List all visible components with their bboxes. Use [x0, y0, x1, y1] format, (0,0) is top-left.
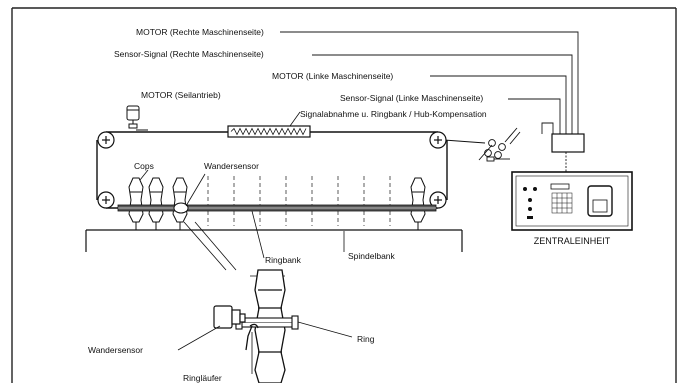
- label-sensor-right: Sensor-Signal (Rechte Maschinenseite): [114, 49, 264, 59]
- cop-4: [410, 177, 426, 230]
- outer-frame: [11, 7, 677, 383]
- keypad: [551, 192, 573, 214]
- label-signal-pickup: Signalabnahme u. Ringbank / Hub-Kompensa…: [300, 109, 487, 119]
- detail-view: [177, 269, 353, 384]
- tension-pulleys: [443, 127, 521, 162]
- ring-rail: [117, 204, 437, 212]
- spindle-rail: [85, 229, 463, 252]
- label-cops: Cops: [134, 161, 154, 171]
- wandersensor-rail: [173, 173, 206, 214]
- corner-pulleys: [97, 131, 447, 209]
- display-screen: [587, 185, 613, 217]
- signal-lines: [280, 31, 579, 172]
- detail-leaders: [177, 321, 353, 374]
- line-sensor-left: [508, 98, 561, 134]
- line-motor-left: [430, 75, 567, 134]
- label-motor-rope: MOTOR (Seilantrieb): [141, 90, 221, 100]
- signal-pickup-coil: [227, 111, 311, 138]
- cops: [128, 177, 426, 230]
- label-ring: Ring: [357, 334, 375, 344]
- zentraleinheit: ZENTRALEINHEIT: [511, 171, 633, 246]
- label-ringlaeufer: Ringläufer: [183, 373, 222, 383]
- label-zentraleinheit: ZENTRALEINHEIT: [534, 236, 611, 246]
- junction-box: [551, 133, 585, 153]
- cop-2: [148, 177, 164, 230]
- labels: MOTOR (Rechte Maschinenseite) Sensor-Sig…: [88, 27, 487, 383]
- line-sensor-right: [312, 54, 573, 134]
- label-spindelbank: Spindelbank: [348, 251, 396, 261]
- spindle-positions: [207, 176, 391, 226]
- label-ringbank: Ringbank: [265, 255, 302, 265]
- detail-ringlaeufer: [245, 323, 259, 351]
- detail-wandersensor: [213, 305, 246, 329]
- label-wandersensor-top: Wandersensor: [204, 161, 259, 171]
- line-pickup-to-unit: [541, 122, 554, 134]
- leader-lines: [139, 169, 345, 277]
- cop-1: [128, 177, 144, 230]
- label-motor-right: MOTOR (Rechte Maschinenseite): [136, 27, 264, 37]
- label-sensor-left: Sensor-Signal (Linke Maschinenseite): [340, 93, 483, 103]
- label-wandersensor-detail: Wandersensor: [88, 345, 143, 355]
- rope-motor: [126, 105, 148, 131]
- label-motor-left: MOTOR (Linke Maschinenseite): [272, 71, 393, 81]
- line-motor-right: [280, 31, 579, 134]
